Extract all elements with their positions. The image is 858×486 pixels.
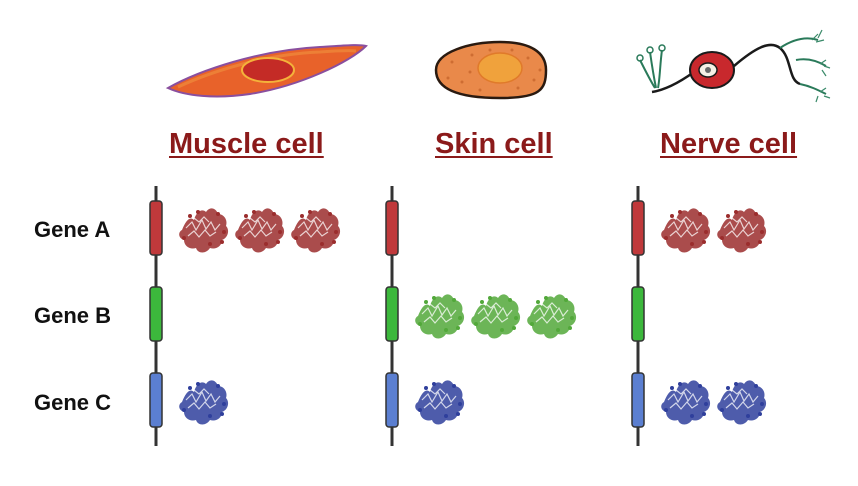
nerve-gene-c-band [631, 372, 645, 428]
nerve-cell-icon [636, 29, 831, 103]
skin-gene-b-protein-icon [527, 294, 577, 339]
skin-gene-c-band [385, 372, 399, 428]
muscle-gene-a-protein-icon [179, 208, 229, 253]
skin-gene-b-band [385, 286, 399, 342]
muscle-cell-title: Muscle cell [169, 128, 324, 160]
skin-gene-b-protein-icon [471, 294, 521, 339]
muscle-gene-a-protein-icon [291, 208, 341, 253]
gene-c-label: Gene C [34, 390, 112, 415]
skin-gene-a-band [385, 200, 399, 256]
nerve-gene-b-band [631, 286, 645, 342]
gene-b-label: Gene B [34, 303, 112, 328]
nerve-gene-a-band [631, 200, 645, 256]
muscle-gene-a-band [149, 200, 163, 256]
nerve-gene-c-protein-icon [661, 380, 711, 425]
nerve-gene-a-protein-icon [717, 208, 767, 253]
muscle-gene-a-protein-icon [235, 208, 285, 253]
skin-cell-icon [434, 40, 548, 100]
gene-a-label: Gene A [34, 217, 111, 242]
skin-gene-b-protein-icon [415, 294, 465, 339]
nerve-cell-title: Nerve cell [660, 128, 798, 160]
skin-cell-title: Skin cell [435, 128, 553, 160]
muscle-gene-c-protein-icon [179, 380, 229, 425]
muscle-gene-c-band [149, 372, 163, 428]
muscle-gene-b-band [149, 286, 163, 342]
muscle-cell-icon [165, 44, 368, 98]
nerve-gene-c-protein-icon [717, 380, 767, 425]
nerve-gene-a-protein-icon [661, 208, 711, 253]
skin-gene-c-protein-icon [415, 380, 465, 425]
